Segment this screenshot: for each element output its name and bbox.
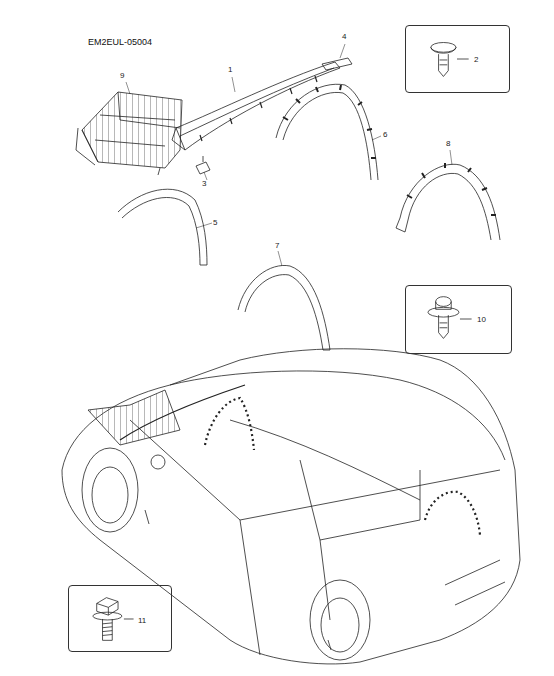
- callout-number: 9: [120, 72, 124, 80]
- callout-number: 3: [202, 180, 206, 188]
- fastener-inset: 2: [405, 25, 510, 93]
- fastener-icon: [406, 286, 511, 353]
- callout-number: 4: [342, 33, 346, 41]
- wheel-arch: [396, 163, 500, 240]
- trim-strip: [172, 62, 340, 150]
- fastener-icon: [69, 586, 171, 651]
- fastener-inset: 10: [405, 285, 512, 354]
- arch-molding: [238, 265, 330, 350]
- bracket: [322, 58, 352, 70]
- fastener-inset: 11: [68, 585, 172, 652]
- callout-number: 7: [275, 242, 279, 250]
- duct-frame: [76, 92, 182, 175]
- callout-number: 11: [138, 617, 146, 625]
- car-body: [62, 349, 520, 664]
- wheel-arch: [276, 84, 378, 180]
- arch-molding: [118, 189, 207, 265]
- fastener-icon: [406, 26, 509, 92]
- callout-number: 1: [228, 66, 232, 74]
- callout-number: 10: [477, 316, 486, 324]
- clip: [196, 156, 210, 174]
- diagram-code: EM2EUL-05004: [88, 38, 152, 47]
- callout-number: 8: [446, 140, 450, 148]
- callout-number: 5: [213, 219, 217, 227]
- leader-line: [126, 44, 452, 266]
- callout-number: 6: [383, 131, 387, 139]
- callout-number: 2: [474, 56, 478, 64]
